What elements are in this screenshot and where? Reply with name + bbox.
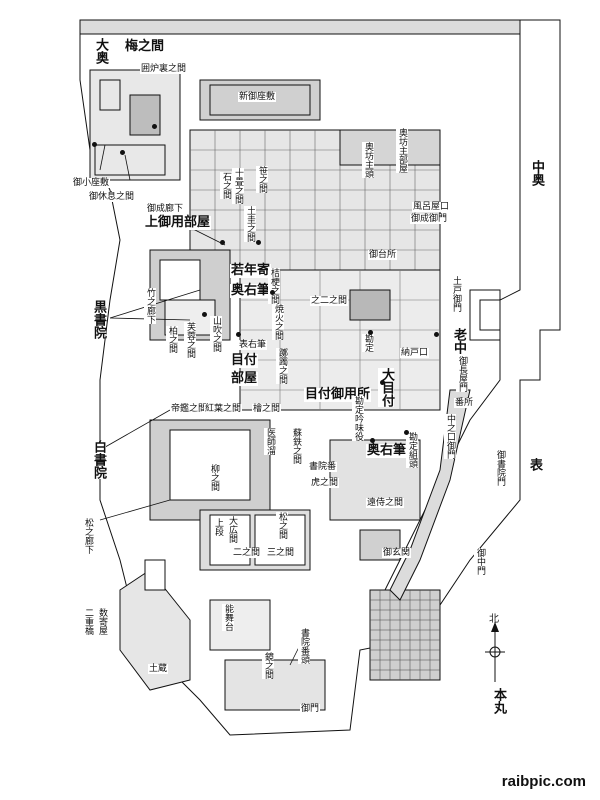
label-nobutai: 能舞台	[222, 604, 234, 631]
north-arrow: 北	[481, 610, 511, 690]
label-metsuke-beya-2: 部屋	[230, 371, 259, 386]
label-ni-no-ma-2: 二之間	[232, 548, 262, 558]
label-sotetsu-no-ma: 蘇鉄之間	[290, 428, 302, 464]
label-nijubashi: 二重橋	[82, 608, 94, 635]
label-furoya-guchi: 風呂屋口	[412, 202, 451, 212]
label-fuyo-no-ma: 芙蓉之間	[184, 322, 196, 358]
label-onari-gomon: 御成御門	[410, 214, 449, 224]
label-kazu-yagura: 数寄屋	[96, 608, 108, 635]
marker-dot	[220, 240, 225, 245]
label-yakihi-no-ma: 焼火之間	[272, 304, 284, 340]
label-nando-guchi: 納戸口	[400, 348, 430, 358]
label-hatago-yado: 御長屋門	[456, 356, 468, 392]
label-ni-no-ma: 之二之間	[310, 296, 349, 306]
label-dozo: 土蔵	[148, 664, 169, 674]
north-strip	[79, 19, 521, 35]
label-shiroshoin: 白書院	[90, 440, 106, 479]
label-dodo-gomon: 土戸御門	[450, 276, 462, 312]
label-nakaoku: 中奥	[528, 160, 544, 186]
label-oku-bozu-beya: 奥坊主部屋	[396, 128, 408, 173]
label-hakuhi-no-ma: 柏之間	[166, 326, 178, 353]
label-omote: 表	[526, 458, 542, 471]
label-go-shoin-mon: 御書院門	[494, 450, 506, 486]
label-onari-roka: 御成廊下	[146, 204, 185, 214]
label-endo-no-ma: 遠侍之間	[366, 498, 405, 508]
marker-dot	[404, 430, 409, 435]
label-kikyo-no-ma: 桔梗之間	[268, 268, 280, 304]
label-shin-gozashiki: 新御座敷	[238, 92, 277, 102]
label-kagami-no-ma: 鏡之間	[262, 652, 274, 679]
marker-dot	[152, 124, 157, 129]
marker-dot	[370, 438, 375, 443]
compass-icon	[485, 622, 505, 682]
label-hommaru: 本丸	[490, 688, 506, 714]
marker-dot	[120, 150, 125, 155]
compass-north-label: 北	[489, 614, 499, 625]
watermark: raibpic.com	[501, 773, 586, 790]
label-oku-yuhitsu: 奥右筆	[230, 283, 272, 298]
east-wall-inner	[379, 20, 521, 601]
label-ooku: 大奥	[92, 38, 108, 64]
label-matsu-no-ma: 松之間	[276, 512, 288, 539]
marker-dot	[434, 332, 439, 337]
label-oku-yuhitsu-2: 奥右筆	[366, 443, 408, 458]
label-teikan-no-ma: 帝鑑之間	[170, 404, 209, 414]
label-irori-ura-no-ma: 囲炉裏之間	[140, 64, 188, 74]
label-shoin-bangashira: 書院番頭	[298, 628, 310, 664]
label-go-kyusoku-no-ma: 御休息之間	[88, 192, 136, 202]
label-matsu-no-roka: 松之廊下	[82, 518, 94, 554]
marker-dot	[380, 380, 385, 385]
label-ume-no-ma: 梅之間	[124, 39, 166, 54]
label-omote-yuhitsu: 表右筆	[238, 340, 268, 350]
label-gonaka-mon: 御中門	[474, 548, 486, 575]
label-wakadoshiyori: 若年寄	[230, 263, 272, 278]
label-shoin-ban: 書院番	[308, 462, 338, 472]
label-nakanokuchi-gomon: 中之口御門	[444, 414, 456, 459]
label-roju: 老中	[450, 328, 466, 354]
label-sasa-no-ma: 笹之間	[256, 166, 268, 193]
label-dosen: 土圭之間	[244, 206, 256, 242]
label-kamigoyo-beya: 上御用部屋	[144, 215, 212, 230]
outer-wall	[79, 19, 561, 736]
label-san-no-ma: 三之間	[266, 548, 296, 558]
label-hinoki-no-ma: 檜之間	[252, 404, 282, 414]
label-sakura-no-ma: 躑躅之間	[276, 348, 288, 384]
hommaru-gate	[369, 589, 441, 681]
marker-dot	[92, 142, 97, 147]
marker-dot	[236, 332, 241, 337]
label-jittouma: 十畳之間	[232, 168, 244, 204]
label-ometsuke: 大目付	[378, 368, 394, 407]
label-koyo-no-ma: 紅葉之間	[204, 404, 243, 414]
marker-dot	[202, 312, 207, 317]
label-kanjo-hyojo: 勘定組頭	[406, 432, 418, 468]
label-kanjo: 勘定	[362, 334, 374, 352]
label-ohiroma: 大広間	[226, 516, 238, 543]
label-bansho: 番所	[454, 398, 475, 408]
label-oku-bozu-gashira: 奥坊主頭	[362, 142, 374, 178]
nobutai-block	[209, 599, 271, 651]
label-kanjo-ginmi: 勘定吟味役	[352, 396, 364, 441]
label-kurojoin: 黒書院	[90, 300, 106, 339]
label-metsuke-beya-1: 目付	[230, 353, 259, 368]
label-yanagi-no-ma: 柳之間	[208, 464, 220, 491]
label-sanki-no-ma: 山吹之間	[210, 316, 222, 352]
label-ishi-no-ma: 石之間	[220, 172, 232, 199]
label-gokenkanmon: 御玄関	[382, 548, 412, 558]
label-tora-no-ma: 虎之間	[310, 478, 340, 488]
marker-dot	[256, 240, 261, 245]
label-tsuji-no-roka: 竹之廊下	[144, 288, 156, 324]
label-ishi-dame: 医師溜	[264, 428, 276, 455]
label-goko-zashiki: 御小座敷	[72, 178, 111, 188]
label-gomon: 御門	[300, 704, 321, 714]
label-jodan: 上段	[212, 518, 224, 536]
marker-dot	[270, 290, 275, 295]
label-gozen-sho: 御台所	[368, 250, 398, 260]
marker-dot	[368, 330, 373, 335]
